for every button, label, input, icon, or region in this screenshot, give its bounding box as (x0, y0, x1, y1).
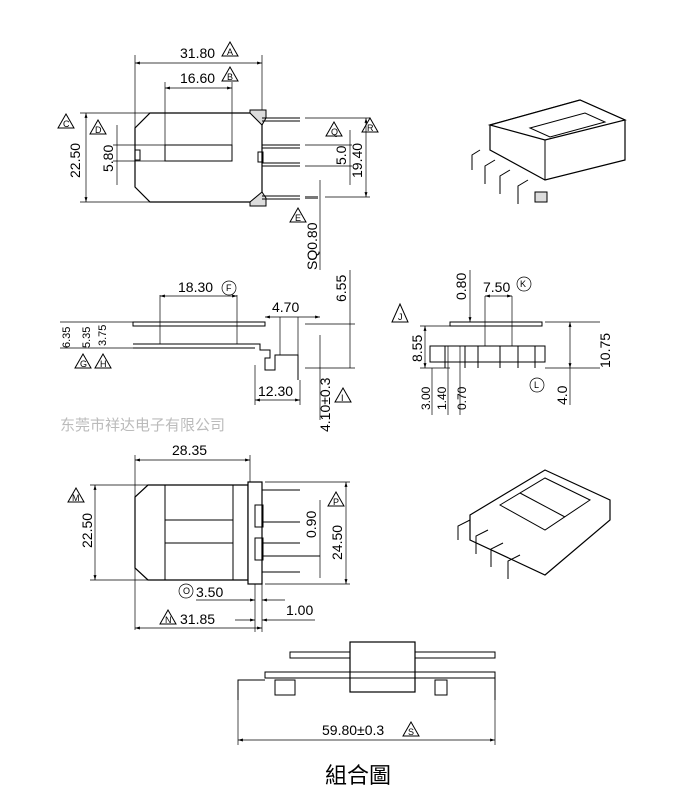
tag-d: D (95, 125, 102, 135)
dim-pin-reach: 12.30 (258, 383, 293, 399)
end-view: 8.55 J 0.80 7.50 K 10.75 4.0 L 3.00 1.40… (391, 270, 613, 415)
bobbin-outline (134, 112, 263, 203)
tag-l: L (534, 380, 539, 390)
dim-width: 31.80 (180, 45, 215, 61)
dim-pin-length: 4.10±0.3 (317, 377, 333, 432)
dim-pin-offset: 4.70 (272, 299, 299, 315)
tag-q: Q (331, 127, 338, 137)
assembly-view: 59.80±0.3 S (237, 641, 496, 745)
winding-window (164, 144, 233, 162)
tag-a: A (227, 47, 233, 57)
tag-i: I (341, 393, 344, 403)
tag-s: S (408, 727, 414, 737)
watermark: 东莞市祥达电子有限公司 (60, 416, 225, 434)
top-view: 31.80 16.60 22.50 5.80 5.0 19.40 SQ0.80 … (57, 40, 379, 270)
dim-pin-size: SQ0.80 (304, 222, 320, 270)
dim-plate: 0.80 (453, 273, 469, 300)
bottom-view: 28.35 22.50 M 0.90 24.50 P O 3.50 1.00 N… (67, 442, 350, 632)
dim-height: 22.50 (67, 143, 83, 178)
tag-o: O (183, 586, 190, 596)
tag-e: E (295, 213, 301, 223)
tag-r: R (367, 123, 374, 133)
dim-pin-span: 19.40 (349, 143, 365, 178)
dim-pin-pitch: 5.0 (333, 145, 349, 165)
dim-window-height: 5.80 (100, 145, 116, 172)
dim-total-b: 5.35 (81, 327, 93, 348)
isometric-view-top (471, 99, 627, 204)
side-view: 18.30 F 4.70 6.55 6.35 5.35 3.75 G H 12.… (60, 270, 355, 432)
tag-p: P (333, 497, 339, 507)
dim-flange-width: 18.30 (178, 279, 213, 295)
dim-slot: 7.50 (483, 279, 510, 295)
isometric-view-bottom (457, 469, 611, 579)
dim-assembly-overall: 59.80±0.3 (322, 722, 384, 738)
dim-total-a: 6.35 (61, 327, 73, 348)
dim-bottom-height: 22.50 (79, 513, 95, 548)
dim-bottom-span: 24.50 (329, 525, 345, 560)
dim-standoff: 4.0 (554, 385, 570, 405)
dim-pin-c: 0.70 (455, 386, 469, 410)
dim-pin-a: 3.00 (419, 386, 433, 410)
tag-m: M (72, 493, 80, 503)
tag-h: H (100, 359, 107, 369)
drawing-caption: 組合圖 (325, 764, 391, 789)
tag-n: N (165, 615, 172, 625)
tag-g: G (80, 359, 87, 369)
dim-pin-gap: 0.90 (303, 511, 319, 538)
dim-pin-thickness: 1.00 (286, 602, 313, 618)
tag-j: J (398, 312, 403, 322)
tag-k: K (520, 279, 526, 289)
dim-end-height: 8.55 (409, 335, 425, 362)
dim-overall: 6.55 (333, 275, 349, 302)
dim-end-total: 10.75 (597, 333, 613, 368)
dim-bottom-overall: 31.85 (180, 611, 215, 627)
dim-offset: 3.50 (196, 584, 223, 600)
dim-window-width: 16.60 (180, 70, 215, 86)
pins (262, 117, 300, 200)
dim-bottom-length: 28.35 (172, 442, 207, 458)
dim-gap: 3.75 (97, 325, 109, 346)
tag-c: C (63, 119, 70, 129)
dim-pin-b: 1.40 (435, 386, 449, 410)
tag-b: B (227, 72, 233, 82)
tag-f: F (226, 283, 232, 293)
